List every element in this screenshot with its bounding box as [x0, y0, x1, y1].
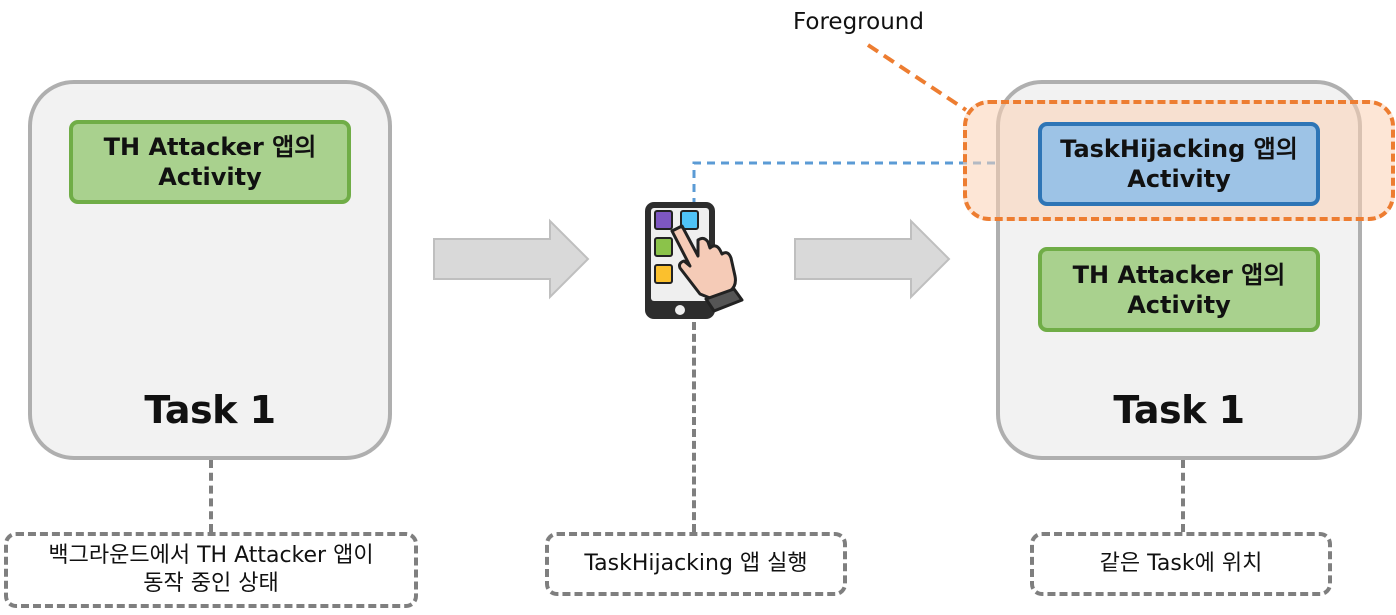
- foreground-pointer-line: [866, 43, 968, 112]
- caption-text: TaskHijacking 앱 실행: [584, 551, 808, 576]
- activity-label-line2: Activity: [158, 163, 262, 191]
- activity-label-line1: TH Attacker 앱의: [103, 133, 317, 161]
- phone-tap-icon: [645, 202, 744, 319]
- middle-caption-box: TaskHijacking 앱 실행: [545, 532, 847, 596]
- flow-arrow-2: [794, 218, 951, 300]
- caption-line1: 백그라운드에서 TH Attacker 앱이: [48, 543, 374, 568]
- activity-label-line1: TaskHijacking 앱의: [1060, 135, 1298, 163]
- activity-label-line2: Activity: [1127, 290, 1231, 319]
- right-caption-connector: [1181, 460, 1185, 532]
- launch-connector: [692, 161, 1030, 206]
- left-attacker-activity: TH Attacker 앱의 Activity: [69, 120, 351, 204]
- hijacking-activity: TaskHijacking 앱의 Activity: [1038, 122, 1320, 206]
- activity-label-line1: TH Attacker 앱의: [1072, 260, 1286, 289]
- caption-line2: 동작 중인 상태: [143, 571, 279, 596]
- right-caption-box: 같은 Task에 위치: [1030, 532, 1332, 596]
- flow-arrow-1: [433, 218, 590, 300]
- foreground-label: Foreground: [793, 9, 924, 35]
- right-task-label: Task 1: [1113, 388, 1245, 432]
- caption-text: 같은 Task에 위치: [1099, 551, 1263, 576]
- activity-label-line2: Activity: [1127, 165, 1231, 193]
- middle-caption-connector: [692, 322, 696, 532]
- right-attacker-activity: TH Attacker 앱의 Activity: [1038, 247, 1320, 332]
- left-caption-connector: [209, 460, 213, 532]
- left-task-label: Task 1: [144, 388, 276, 432]
- left-caption-box: 백그라운드에서 TH Attacker 앱이 동작 중인 상태: [4, 532, 418, 608]
